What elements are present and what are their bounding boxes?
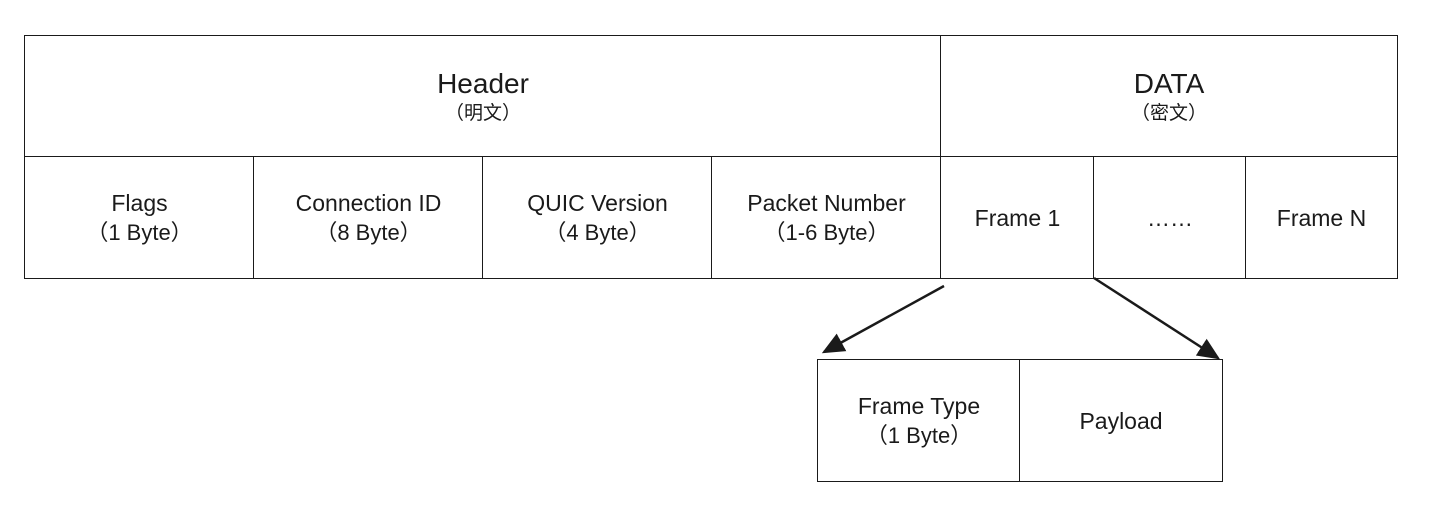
field-connection-id-name: Connection ID — [295, 189, 442, 216]
field-packet-number: Packet Number （1-6 Byte） — [711, 156, 942, 279]
field-frame-1: Frame 1 — [940, 156, 1095, 279]
field-frame-ellipsis-name: …… — [1147, 204, 1193, 231]
field-flags-size: （1 Byte） — [86, 219, 193, 245]
frame-type-size: （1 Byte） — [865, 422, 973, 448]
arrow-right — [1093, 276, 1221, 360]
field-quic-version-name: QUIC Version — [527, 189, 668, 216]
payload-name: Payload — [1079, 407, 1163, 434]
data-subtitle: （密文） — [1130, 102, 1207, 124]
data-section: DATA （密文） — [940, 35, 1398, 158]
frame-type-cell: Frame Type （1 Byte） — [817, 359, 1021, 482]
field-quic-version-size: （4 Byte） — [544, 219, 651, 245]
arrow-left — [821, 284, 945, 354]
payload-cell: Payload — [1019, 359, 1223, 482]
field-flags-name: Flags — [111, 189, 168, 216]
header-title: Header — [437, 67, 529, 99]
field-connection-id-size: （8 Byte） — [315, 219, 422, 245]
header-subtitle: （明文） — [444, 102, 521, 124]
field-connection-id: Connection ID （8 Byte） — [253, 156, 484, 279]
header-section: Header （明文） — [24, 35, 942, 158]
field-flags: Flags （1 Byte） — [24, 156, 255, 279]
data-title: DATA — [1133, 67, 1205, 99]
field-packet-number-size: （1-6 Byte） — [763, 219, 890, 245]
field-quic-version: QUIC Version （4 Byte） — [482, 156, 713, 279]
field-packet-number-name: Packet Number — [747, 189, 906, 216]
field-frame-n: Frame N — [1245, 156, 1398, 279]
field-frame-1-name: Frame 1 — [974, 204, 1061, 231]
frame-type-name: Frame Type — [857, 392, 981, 419]
field-frame-n-name: Frame N — [1276, 204, 1367, 231]
